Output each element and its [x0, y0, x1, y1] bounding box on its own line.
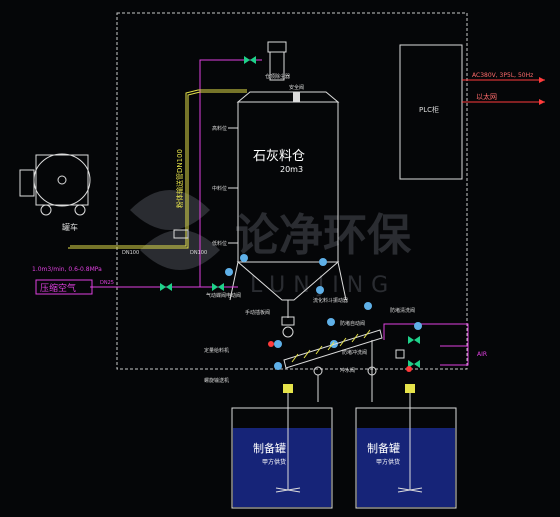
plc-power: AC380V, 3P5L, 50Hz — [472, 72, 533, 79]
instrument-icons — [225, 254, 422, 370]
fluidizing-valve-label: 流化料斗振动器 — [313, 297, 348, 304]
plc-ethernet: 以太网 — [476, 92, 497, 101]
conveying-pipe-label: 粉体输送管DN100 — [175, 149, 184, 208]
pipe-instrument — [173, 229, 189, 239]
tank-2-name: 制备罐 — [367, 441, 400, 455]
watermark-en: LUNJING — [250, 273, 396, 298]
dust-collector-label: 仓顶除尘器 — [265, 73, 290, 80]
auto-flush-2-label: 防堵清洗阀 — [390, 307, 415, 314]
pipe-size-a: DN100 — [122, 250, 139, 256]
prep-tank-2 — [355, 384, 457, 509]
screw-conveyor-label: 螺旋输送机 — [204, 377, 229, 384]
auto-flush-1-label: 防堵自动阀 — [340, 320, 365, 327]
ethernet-arrow-icon — [539, 99, 545, 105]
power-arrow-icon — [539, 77, 545, 83]
air-spec: 1.0m3/min, 0.6-0.8MPa — [32, 266, 102, 273]
air-tag: AIR — [477, 351, 487, 358]
status-marker-2 — [406, 366, 412, 372]
status-marker-1 — [268, 341, 274, 347]
manual-valve — [281, 316, 295, 326]
level-top-label: 高料位 — [212, 125, 227, 132]
flush-valve-label: 防堵冲洗阀 — [342, 349, 367, 356]
air-dn: DN25 — [100, 280, 114, 286]
safety-valve-icon — [293, 92, 300, 102]
air-box — [35, 279, 93, 295]
silo-volume: 20m3 — [280, 165, 303, 174]
tanker-label: 罐车 — [62, 222, 78, 232]
plc-cabinet — [399, 44, 463, 180]
level-mid-label: 中料位 — [212, 185, 227, 192]
watermark-cn: 论净环保 — [235, 210, 412, 261]
conveying-pipe — [68, 89, 247, 249]
level-low-label: 低料位 — [212, 240, 227, 247]
tank-2-sub: 甲方供货 — [376, 458, 400, 466]
manual-valve-label: 手动插板阀 — [245, 309, 270, 316]
watermark: 论净环保 LUNJING — [130, 190, 412, 298]
water-instrument — [395, 349, 405, 359]
tank-1-sub: 甲方供货 — [262, 458, 286, 466]
screw-conveyor — [283, 329, 383, 369]
water-valves — [408, 336, 420, 368]
air-label: 压缩空气 — [40, 282, 76, 294]
dosing-rotor — [282, 326, 294, 338]
boundary-frame — [116, 12, 468, 370]
water-valve-label: 冲水阀 — [340, 367, 355, 374]
lime-silo — [229, 91, 347, 318]
pneumatic-valve-label: 气动蝶阀电动阀 — [206, 292, 241, 299]
plc-label: PLC柜 — [419, 105, 439, 114]
tanker-truck — [19, 153, 91, 216]
tank-1-name: 制备罐 — [253, 441, 286, 455]
dosing-machine-label: 定量给料机 — [204, 347, 229, 354]
silo-title: 石灰料仓 — [253, 149, 305, 164]
pipe-size-b: DN100 — [190, 250, 207, 256]
prep-tank-1 — [231, 384, 333, 509]
discharge-valve-1 — [313, 366, 323, 376]
air-valves — [160, 56, 256, 291]
safety-valve-label: 安全阀 — [289, 84, 304, 91]
